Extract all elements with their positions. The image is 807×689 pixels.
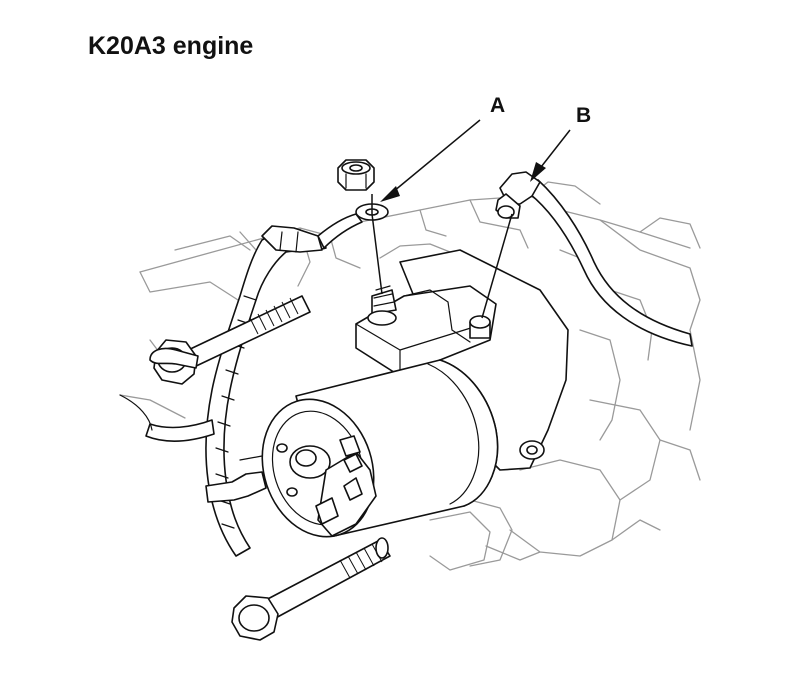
callout-label-a: A [490, 94, 505, 117]
battery-cable-terminal [317, 203, 389, 249]
starter-motor [261, 249, 569, 538]
terminal-nut [337, 159, 375, 191]
callout-b-leader [481, 129, 571, 319]
callout-label-b: B [576, 104, 591, 127]
callout-a-leader [371, 119, 481, 295]
lower-mounting-bolt [231, 537, 391, 641]
page-title: K20A3 engine [88, 32, 254, 60]
cable-b [495, 171, 693, 347]
upper-mounting-bolt [149, 295, 311, 385]
wire-harness [119, 225, 327, 557]
